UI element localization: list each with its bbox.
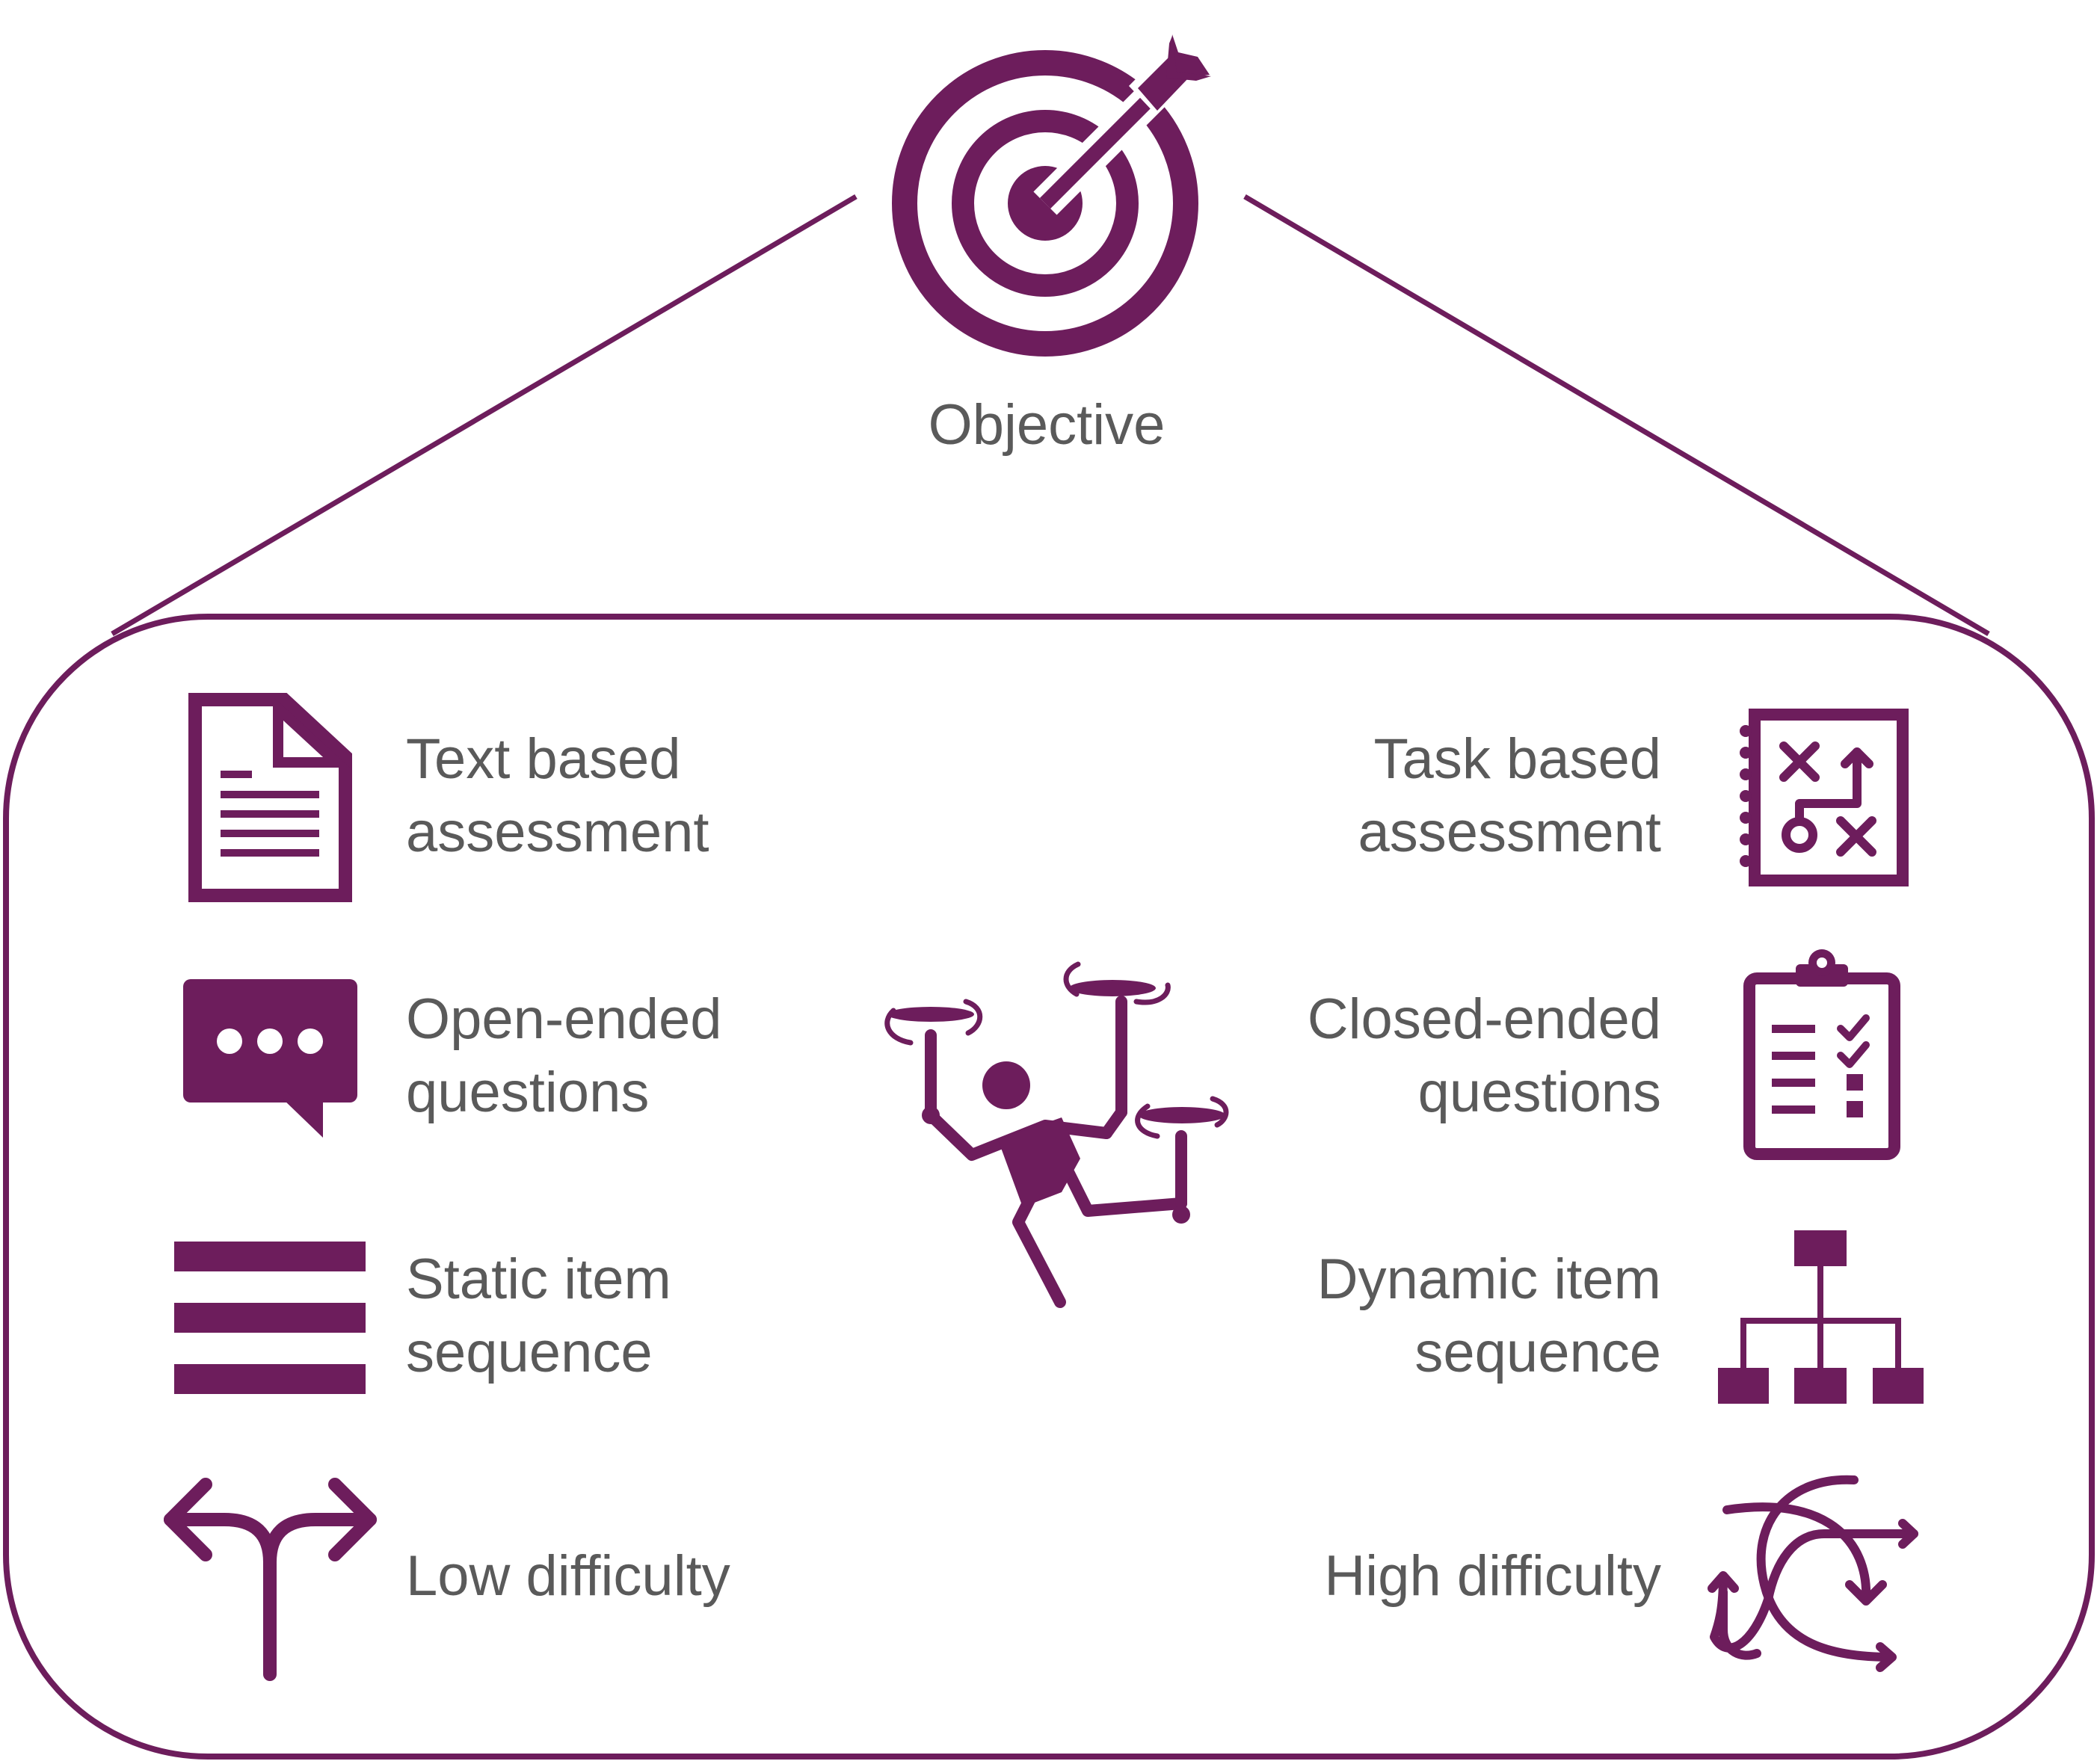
container-box bbox=[3, 614, 2095, 1760]
label-line: Task based bbox=[1373, 727, 1661, 791]
label-open-ended-questions: Open-ended questions bbox=[406, 983, 722, 1129]
speech-bubble-icon bbox=[183, 979, 357, 1138]
label-line: assessment bbox=[406, 801, 709, 864]
label-line: Low difficulty bbox=[406, 1544, 730, 1608]
label-line: High difficulty bbox=[1324, 1544, 1661, 1608]
label-task-based-assessment: Task based assessment bbox=[1358, 723, 1662, 869]
label-dynamic-item-sequence: Dynamic item sequence bbox=[1317, 1243, 1661, 1390]
connector-left-line bbox=[111, 194, 857, 637]
label-line: assessment bbox=[1358, 801, 1662, 864]
hierarchy-icon bbox=[1718, 1230, 1924, 1404]
label-line: Static item bbox=[406, 1248, 671, 1311]
target-with-arrow-icon bbox=[892, 34, 1211, 357]
label-low-difficulty: Low difficulty bbox=[406, 1540, 730, 1613]
clipboard-checklist-icon bbox=[1743, 949, 1900, 1160]
label-closed-ended-questions: Closed-ended questions bbox=[1308, 983, 1661, 1129]
label-static-item-sequence: Static item sequence bbox=[406, 1243, 671, 1390]
label-line: Text based bbox=[406, 727, 681, 791]
objective-label: Objective bbox=[928, 393, 1166, 457]
connector-right-line bbox=[1243, 194, 1990, 637]
label-line: questions bbox=[406, 1061, 650, 1124]
document-icon bbox=[188, 693, 352, 902]
tangled-arrows-icon bbox=[1708, 1475, 1918, 1672]
label-line: Closed-ended bbox=[1307, 987, 1661, 1051]
three-bars-icon bbox=[174, 1242, 366, 1394]
label-high-difficulty: High difficulty bbox=[1324, 1540, 1661, 1613]
label-line: sequence bbox=[406, 1321, 653, 1384]
label-line: Dynamic item bbox=[1317, 1248, 1661, 1311]
label-text-based-assessment: Text based assessment bbox=[406, 723, 709, 869]
split-arrows-icon bbox=[164, 1478, 377, 1681]
label-line: questions bbox=[1417, 1061, 1661, 1124]
strategy-board-icon bbox=[1740, 709, 1909, 886]
label-line: Open-ended bbox=[406, 987, 722, 1051]
juggler-spinning-plates-icon bbox=[884, 961, 1229, 1308]
label-line: sequence bbox=[1414, 1321, 1661, 1384]
